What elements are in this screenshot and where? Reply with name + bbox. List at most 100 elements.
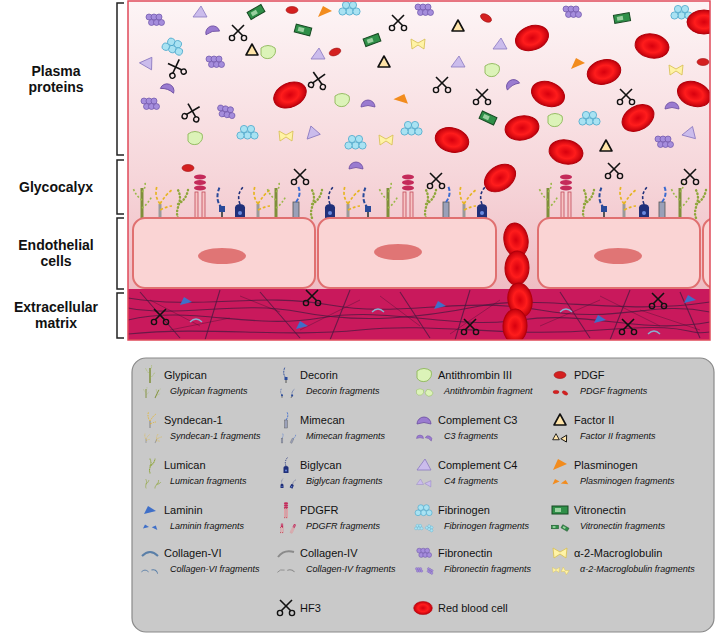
molecule-label: Syndecan-1 bbox=[164, 414, 223, 426]
fragment-label: PDGFR fragments bbox=[306, 521, 380, 531]
illustration-use bbox=[584, 56, 623, 88]
illustration-use bbox=[427, 173, 444, 189]
illustration-use bbox=[617, 89, 634, 105]
illustration-use bbox=[246, 44, 258, 55]
fragment-label: Fibronectin fragments bbox=[444, 564, 531, 574]
illustration-use bbox=[146, 365, 156, 383]
illustration-use bbox=[561, 525, 569, 532]
illustration-use bbox=[479, 12, 493, 24]
illustration-use bbox=[379, 135, 393, 145]
illustration-use bbox=[287, 568, 295, 574]
illustration-use bbox=[425, 435, 433, 442]
illustration-use bbox=[433, 77, 450, 93]
illustration-use bbox=[181, 103, 202, 123]
illustration-use bbox=[363, 186, 371, 218]
illustration-use bbox=[561, 567, 570, 575]
legend-entry: PDGF fragments bbox=[580, 387, 647, 397]
molecule-label: Biglycan bbox=[300, 459, 342, 471]
illustration-use bbox=[217, 186, 225, 218]
illustration-use bbox=[554, 372, 566, 379]
illustration-use bbox=[143, 525, 149, 529]
illustration-use bbox=[401, 121, 422, 135]
molecule-label: Laminin bbox=[164, 504, 203, 516]
legend-entry: α-2-Macroglobulin bbox=[574, 547, 662, 559]
illustration-rect bbox=[538, 218, 700, 288]
illustration-use bbox=[671, 182, 690, 218]
illustration-path bbox=[117, 218, 124, 289]
glycocalyx-molecules bbox=[133, 162, 706, 218]
molecule-label: Collagen-IV bbox=[300, 547, 357, 559]
legend-entry: Red blood cell bbox=[438, 602, 508, 614]
illustration-g bbox=[190, 309, 660, 334]
fragment-label: Mimecan fragments bbox=[306, 431, 385, 441]
illustration-use bbox=[328, 47, 342, 58]
illustration-use bbox=[583, 190, 594, 218]
illustration-use bbox=[417, 459, 431, 470]
illustration-use bbox=[528, 77, 568, 111]
illustration-frame bbox=[128, 1, 710, 340]
region-label: Extracellular matrix bbox=[4, 299, 108, 331]
illustration-use bbox=[148, 412, 156, 428]
illustration-use bbox=[425, 523, 435, 532]
illustration-use bbox=[166, 58, 187, 79]
illustration-use bbox=[424, 388, 434, 397]
legend-entry: Biglycan bbox=[300, 459, 342, 471]
illustration-use bbox=[279, 131, 293, 141]
legend-entry: Decorin fragments bbox=[306, 387, 380, 397]
illustration-use bbox=[479, 111, 497, 125]
illustration-use bbox=[393, 91, 411, 108]
illustration-path bbox=[140, 290, 700, 340]
illustration-path bbox=[648, 331, 660, 334]
legend-entry: Plasminogen fragments bbox=[580, 477, 675, 487]
illustration-use bbox=[617, 99, 658, 137]
illustration-use bbox=[311, 48, 325, 59]
illustration-use bbox=[561, 479, 570, 487]
illustration-use bbox=[461, 319, 478, 335]
illustration-use bbox=[599, 186, 607, 218]
illustration-use bbox=[261, 46, 276, 59]
illustration-use bbox=[665, 102, 679, 109]
illustration-path bbox=[372, 309, 384, 312]
molecule-label: Vitronectin bbox=[574, 504, 626, 516]
legend-entry: Lumican bbox=[164, 459, 206, 471]
illustration-use bbox=[294, 24, 312, 36]
illustration-use bbox=[141, 98, 160, 110]
illustration-use bbox=[479, 158, 521, 197]
illustration-use bbox=[600, 140, 612, 151]
illustration-use bbox=[339, 1, 360, 15]
illustration-use bbox=[363, 34, 381, 47]
illustration-use bbox=[229, 25, 246, 41]
illustration-use bbox=[308, 72, 328, 90]
illustration-use bbox=[193, 6, 207, 17]
illustration-use bbox=[639, 186, 649, 218]
illustration-use bbox=[284, 502, 288, 518]
legend-entry: Vitronectin bbox=[574, 504, 626, 516]
illustration-use bbox=[247, 5, 265, 20]
region-label: Endothelial cells bbox=[4, 237, 108, 269]
illustration-use bbox=[290, 524, 296, 534]
illustration-use bbox=[278, 551, 294, 557]
illustration-use bbox=[502, 309, 527, 340]
endothelial-cells bbox=[133, 218, 710, 288]
illustration-use bbox=[417, 548, 432, 557]
legend-entry: Collagen-VI fragments bbox=[170, 565, 260, 575]
molecule-label: PDGF bbox=[574, 369, 605, 381]
illustration-path bbox=[117, 3, 124, 155]
illustration-use bbox=[417, 369, 432, 382]
illustration-use bbox=[684, 295, 696, 303]
illustration-use bbox=[281, 433, 283, 443]
legend-entry: Laminin fragments bbox=[170, 522, 244, 532]
illustration-use bbox=[417, 417, 431, 424]
extracellular-matrix bbox=[128, 289, 710, 340]
legend-entry: Laminin bbox=[164, 504, 203, 516]
illustration-use bbox=[681, 169, 698, 185]
illustration-use bbox=[194, 174, 206, 218]
illustration-use bbox=[426, 567, 435, 575]
illustration-use bbox=[415, 524, 423, 529]
legend-entry: α-2-Macroglobulin fragments bbox=[580, 565, 695, 575]
illustration-use bbox=[280, 478, 283, 488]
vessel-illustration bbox=[128, 1, 710, 340]
illustration-use bbox=[161, 36, 186, 56]
fragment-label: Collagen-IV fragments bbox=[306, 564, 396, 574]
